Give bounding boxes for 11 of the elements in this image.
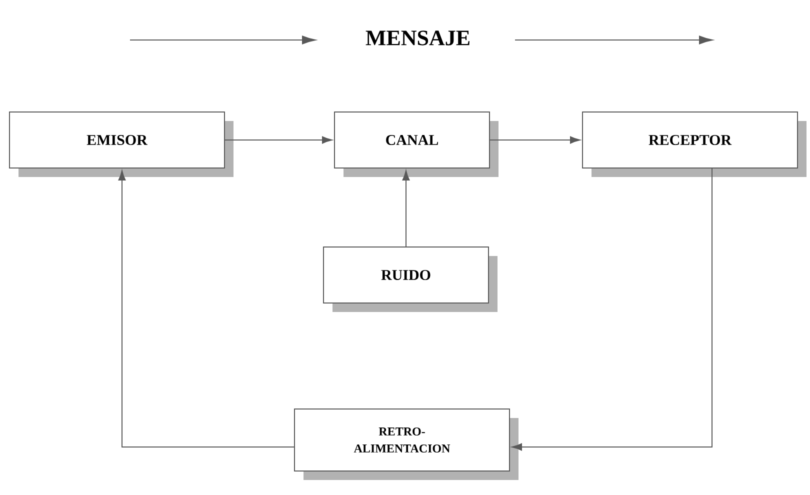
arrow <box>224 136 332 144</box>
title: MENSAJE <box>366 30 470 46</box>
process-box: CANAL <box>334 112 498 177</box>
process-box: RUIDO <box>323 246 498 312</box>
process-box: EMISOR <box>9 112 234 177</box>
arrow <box>118 170 294 448</box>
process-box: RECEPTOR <box>582 112 806 177</box>
process-box: RETRO- ALIMENTACION <box>294 408 518 480</box>
arrow <box>490 136 580 144</box>
arrow <box>512 168 712 451</box>
arrow <box>402 170 410 247</box>
